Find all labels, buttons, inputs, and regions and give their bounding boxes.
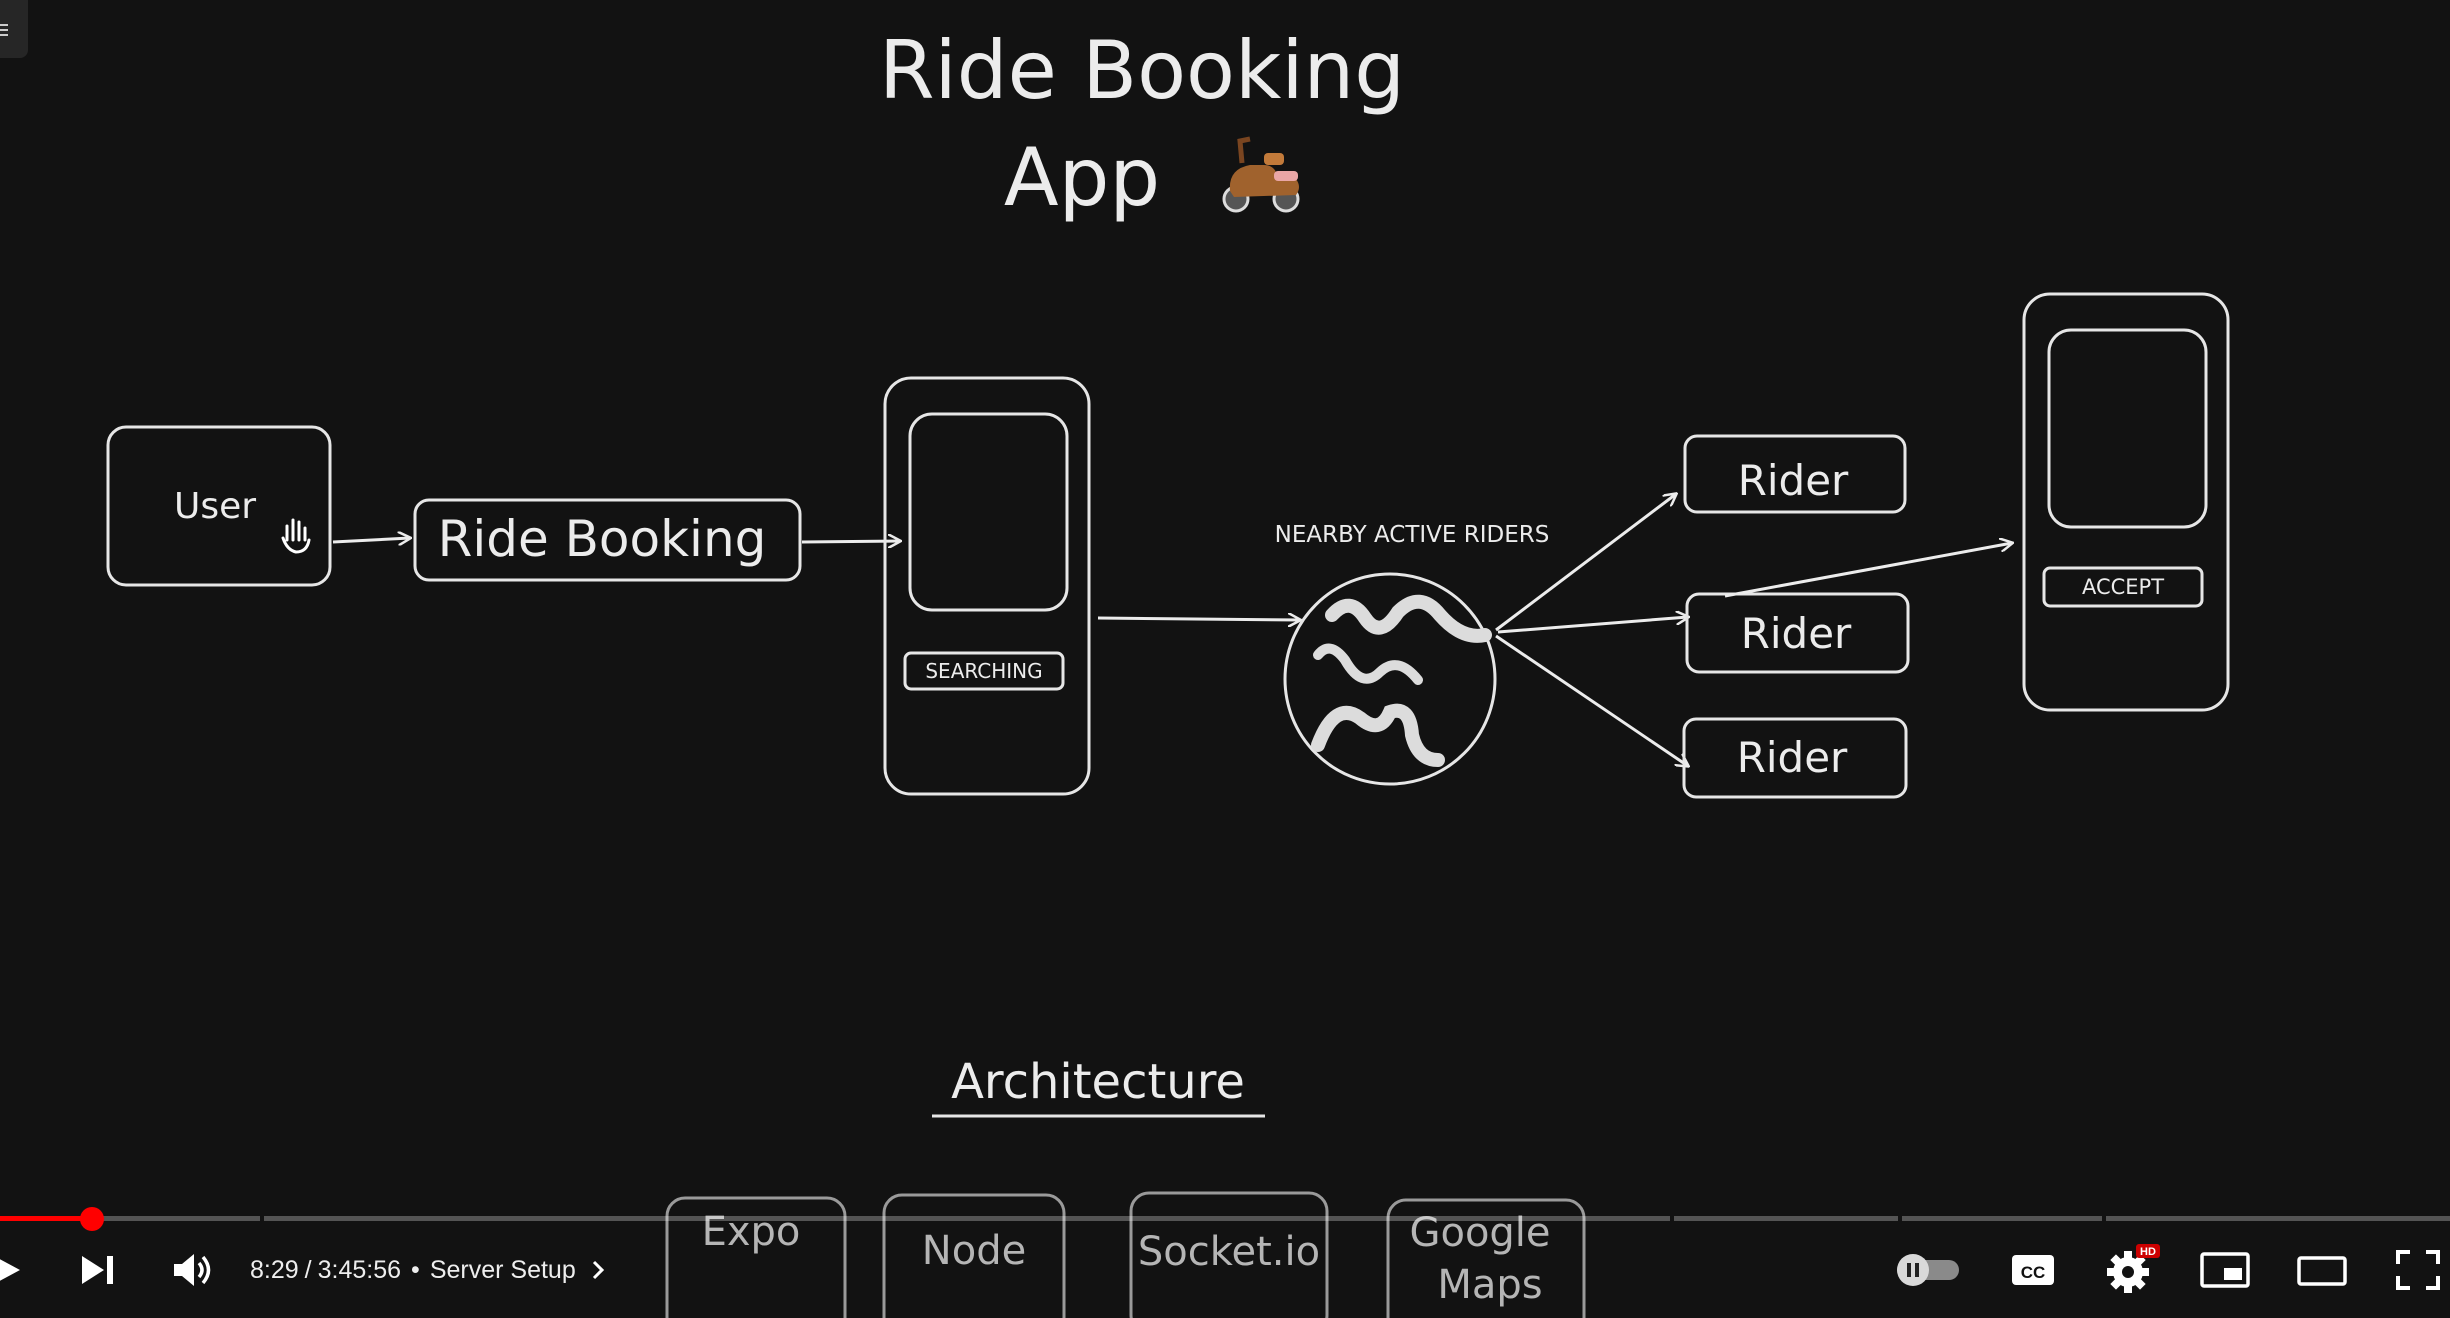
settings-button[interactable]: HD — [2106, 1242, 2162, 1294]
hd-badge: HD — [2140, 1246, 2156, 1258]
arrow-user-to-booking — [332, 538, 410, 542]
progress-scrubber[interactable] — [79, 1207, 104, 1231]
accept-button — [2042, 566, 2204, 608]
rider-label-3: Rider — [1737, 733, 1848, 782]
ride-booking-label: Ride Booking — [438, 510, 767, 568]
stack-label-node: Node — [922, 1228, 1026, 1274]
progress-bar[interactable] — [0, 1216, 2450, 1221]
next-button[interactable] — [78, 1250, 118, 1290]
autoplay-toggle-icon — [1897, 1254, 1959, 1286]
searching-label: SEARCHING — [925, 659, 1042, 683]
chapter-marker — [2102, 1216, 2106, 1221]
arrow-phone-to-map — [1097, 618, 1300, 620]
stack-box-socketio — [1129, 1191, 1329, 1318]
arrow-rider-to-accept — [1724, 543, 2012, 598]
current-time: 8:29 — [250, 1255, 299, 1284]
stack-label-maps: Maps — [1437, 1262, 1542, 1308]
ride-booking-box — [413, 498, 802, 582]
time-separator: / — [304, 1255, 312, 1284]
miniplayer-button[interactable] — [2200, 1250, 2250, 1290]
chapter-marker — [1898, 1216, 1902, 1221]
chapter-dot: • — [411, 1255, 420, 1284]
volume-icon — [174, 1254, 211, 1286]
phone-searching — [883, 376, 1091, 796]
stack-label-socketio: Socket.io — [1138, 1229, 1320, 1275]
diagram-title-line1: Ride Booking — [879, 24, 1405, 117]
stack-label-google: Google — [1409, 1210, 1550, 1256]
progress-played — [0, 1216, 92, 1221]
user-label: User — [174, 486, 256, 527]
chevron-right-icon — [592, 1260, 604, 1280]
architecture-heading: Architecture — [951, 1054, 1245, 1110]
svg-text:CC: CC — [2021, 1263, 2046, 1282]
miniplayer-icon — [2200, 1252, 2250, 1288]
rider-label-2: Rider — [1741, 609, 1852, 658]
chapter-title: Server Setup — [429, 1255, 576, 1284]
diagram-title-line2: App — [1004, 131, 1160, 224]
nearby-riders-label: NEARBY ACTIVE RIDERS — [1275, 522, 1550, 548]
rider-box-3 — [1682, 717, 1908, 799]
settings-icon: HD — [2107, 1244, 2160, 1293]
theater-icon — [2297, 1256, 2347, 1286]
rider-box-2 — [1685, 592, 1910, 674]
captions-icon: CC — [2012, 1255, 2054, 1285]
rider-label-1: Rider — [1738, 456, 1849, 505]
phone-accept — [2022, 292, 2230, 712]
map-globe-icon — [1283, 572, 1497, 786]
volume-button[interactable] — [170, 1250, 216, 1290]
next-icon — [82, 1256, 113, 1284]
scooter-icon — [1222, 136, 1300, 213]
stack-label-expo: Expo — [702, 1209, 801, 1255]
time-display: 8:29 / 3:45:56 • Server Setup — [250, 1250, 610, 1290]
accept-label: ACCEPT — [2082, 575, 2164, 599]
arrow-map-to-rider-1 — [1495, 494, 1676, 632]
arrow-map-to-rider-2 — [1497, 617, 1688, 634]
menu-icon — [0, 24, 8, 36]
stack-box-expo — [665, 1196, 847, 1318]
stack-box-google-maps — [1386, 1198, 1586, 1318]
chapter-marker — [1670, 1216, 1674, 1221]
chapter-marker — [260, 1216, 264, 1221]
captions-button[interactable]: CC — [2010, 1250, 2056, 1290]
autoplay-toggle[interactable] — [1893, 1252, 1963, 1288]
fullscreen-button[interactable] — [2396, 1250, 2440, 1290]
phone-searching-screen — [908, 412, 1069, 612]
chapter-button[interactable]: • Server Setup — [401, 1256, 610, 1285]
fullscreen-icon — [2396, 1250, 2440, 1290]
theater-mode-button[interactable] — [2296, 1250, 2348, 1290]
menu-tab[interactable] — [0, 0, 28, 58]
arrow-map-to-rider-3 — [1495, 634, 1688, 766]
hand-cursor-icon — [281, 518, 311, 554]
stack-box-node — [882, 1193, 1066, 1318]
phone-accept-screen — [2047, 328, 2208, 529]
rider-box-1 — [1683, 434, 1907, 514]
duration: 3:45:56 — [317, 1255, 402, 1284]
searching-button — [903, 651, 1065, 691]
play-icon — [0, 1259, 20, 1281]
play-button[interactable] — [0, 1250, 30, 1290]
user-box — [106, 425, 332, 587]
